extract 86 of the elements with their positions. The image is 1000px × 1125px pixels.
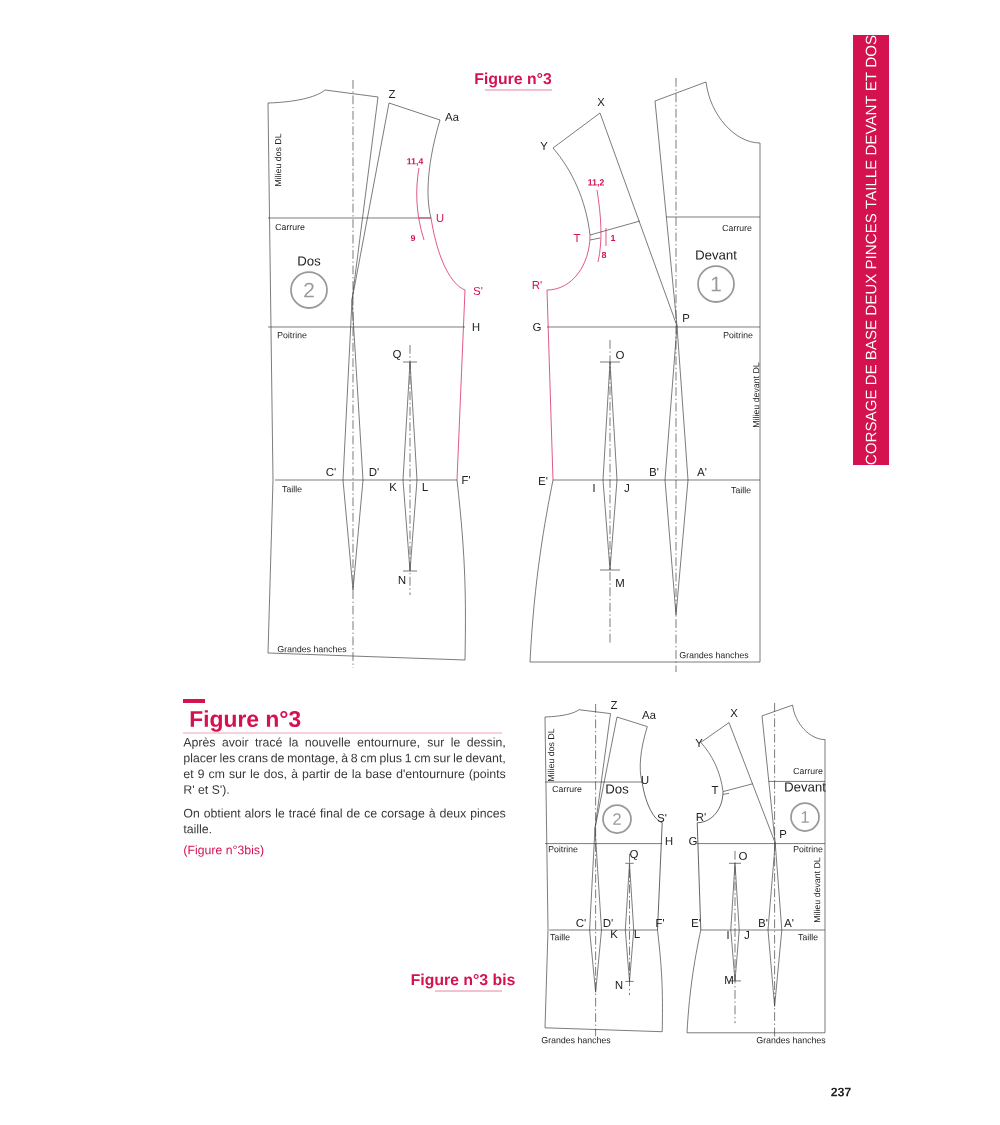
line-label: Milieu dos DL	[274, 133, 282, 186]
point-letter: E'	[539, 477, 548, 485]
point-letter: G	[533, 322, 541, 332]
line-label: Milieu devant DL	[752, 362, 760, 427]
point-letter: T	[711, 786, 719, 794]
line-label: Taille	[731, 486, 751, 494]
point-letter: I	[727, 931, 729, 939]
measurement-label: 11,2	[588, 179, 604, 187]
point-letter: N	[398, 576, 406, 584]
piece-name: Devant	[696, 250, 737, 260]
line-label: Grandes hanches	[541, 1036, 611, 1044]
point-letter: Q	[630, 849, 638, 861]
circled-number: 1	[790, 802, 820, 832]
point-letter: F'	[462, 476, 470, 484]
point-letter: N	[615, 981, 623, 989]
point-letter: S'	[473, 286, 483, 296]
paragraph: Après avoir tracé la nouvelle entournure, sur le dessin, placer les crans de montage, à 8 cm plus 1 cm sur le devant, et 9 cm sur le dos, à partir de la base d'entournure (points R' et S').	[183, 737, 506, 797]
point-letter: J	[624, 484, 629, 492]
point-letter: P	[683, 314, 690, 322]
point-letter: M	[725, 976, 733, 984]
point-letter: Aa	[445, 113, 459, 121]
point-letter: H	[472, 323, 480, 331]
point-letter: O	[739, 852, 747, 861]
piece-name: Devant	[785, 782, 826, 792]
point-letter: L	[634, 930, 640, 938]
point-letter: L	[422, 483, 428, 491]
line-label: Carrure	[275, 223, 305, 231]
line-label: Taille	[798, 933, 818, 941]
point-letter: R'	[696, 813, 706, 821]
point-letter: Y	[695, 739, 703, 747]
point-letter: F'	[656, 919, 664, 927]
point-letter: C'	[576, 919, 586, 928]
point-letter: D'	[369, 468, 379, 476]
figure-title: Figure n°3 bis	[411, 973, 515, 992]
line-label: Grandes hanches	[277, 645, 347, 653]
point-letter: U	[436, 214, 444, 222]
point-letter: Q	[393, 349, 401, 361]
line-label: Milieu dos DL	[547, 728, 555, 781]
point-letter: T	[573, 234, 581, 242]
piece-name: Dos	[298, 256, 321, 266]
circled-number: 1	[697, 265, 735, 303]
point-letter: A'	[784, 919, 794, 927]
point-letter: B'	[650, 468, 659, 476]
line-label: Poitrine	[793, 845, 823, 853]
point-letter: Y	[540, 142, 548, 150]
circled-number: 2	[602, 804, 632, 834]
point-letter: X	[730, 709, 738, 717]
measurement-label: 1	[611, 235, 616, 241]
point-letter: Z	[388, 90, 396, 98]
figure-title: Figure n°3	[475, 72, 553, 91]
line-label: Poitrine	[548, 845, 578, 853]
point-letter: G	[689, 837, 697, 846]
point-letter: K	[611, 930, 618, 938]
point-letter: O	[616, 350, 624, 360]
measurement-label: 11,4	[407, 158, 424, 166]
line-label: Milieu devant DL	[813, 857, 821, 922]
side-band: CORSAGE DE BASE DEUX PINCES TAILLE DEVANT ET DOS	[853, 34, 889, 466]
line-label: Taille	[550, 933, 570, 941]
point-letter: M	[616, 579, 624, 587]
point-letter: S'	[657, 814, 667, 823]
point-letter: H	[665, 837, 673, 845]
point-letter: X	[597, 98, 605, 106]
line-label: Grandes hanches	[756, 1036, 826, 1044]
point-letter: R'	[532, 281, 542, 289]
heading: Figure n°3	[190, 710, 301, 732]
point-letter: A'	[697, 468, 707, 476]
point-letter: Aa	[642, 711, 656, 719]
point-letter: D'	[603, 919, 613, 927]
point-letter: K	[390, 483, 397, 491]
point-letter: P	[780, 830, 787, 838]
point-letter: Z	[610, 701, 618, 709]
measurement-label: 9	[410, 234, 416, 242]
point-letter: U	[641, 776, 649, 784]
line-label: Poitrine	[723, 331, 753, 339]
line-label: Taille	[282, 485, 302, 493]
point-letter: B'	[759, 919, 768, 927]
circled-number: 2	[290, 271, 328, 309]
point-letter: C'	[326, 467, 336, 477]
paragraph: On obtient alors le tracé final de ce corsage à deux pinces taille.	[183, 808, 506, 834]
point-letter: J	[744, 931, 749, 939]
point-letter: I	[593, 484, 595, 492]
page-number: 237	[831, 1087, 851, 1097]
line-label: Grandes hanches	[679, 651, 749, 659]
measurement-label: 8	[601, 251, 607, 259]
piece-name: Dos	[606, 784, 629, 794]
figure-reference: (Figure n°3bis)	[184, 845, 264, 857]
